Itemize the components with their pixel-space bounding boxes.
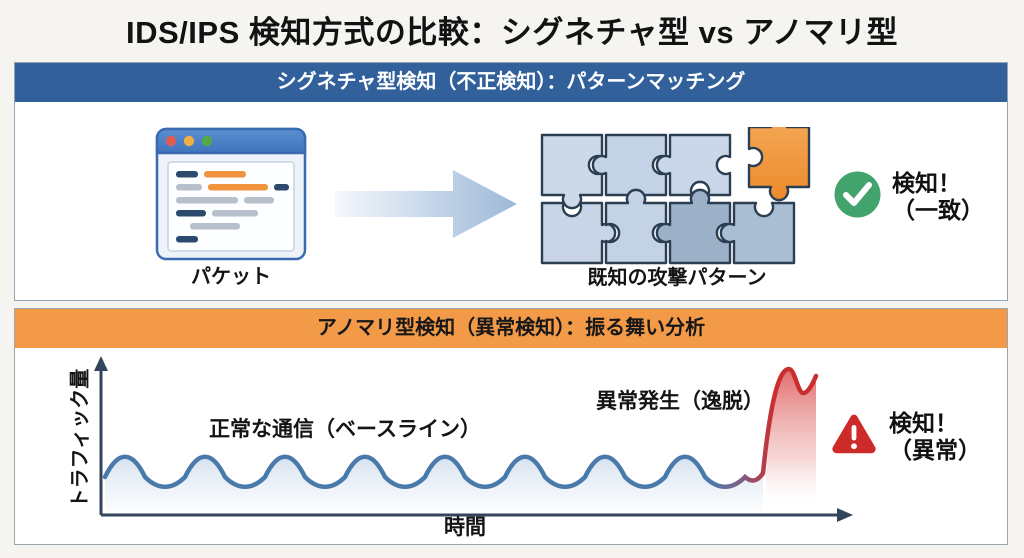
chart-axes	[99, 367, 841, 517]
signature-detection-panel: シグネチャ型検知（不正検知）：パターンマッチング	[14, 62, 1008, 301]
known-attack-pattern-label: 既知の攻撃パターン	[587, 267, 767, 289]
baseline-annotation: 正常な通信（ベースライン）	[209, 418, 481, 441]
anomaly-detection-panel: アノマリ型検知（異常検知）：振る舞い分析	[14, 308, 1008, 545]
window-dot-green	[201, 135, 213, 147]
puzzle-pieces-icon	[537, 112, 817, 274]
packet-label: パケット	[191, 266, 271, 288]
anomaly-result: 検知！ （異常）	[829, 410, 981, 464]
y-axis-arrowhead	[94, 356, 108, 371]
window-dot-yellow	[183, 135, 195, 147]
signature-result-line1: 検知！	[892, 170, 961, 196]
right-arrow-icon	[335, 165, 521, 248]
anomaly-panel-header: アノマリ型検知（異常検知）：振る舞い分析	[15, 309, 1007, 348]
check-circle-icon	[833, 170, 882, 224]
window-dot-red	[165, 135, 177, 147]
x-axis-arrowhead	[837, 508, 853, 522]
x-axis-label: 時間	[444, 516, 486, 539]
traffic-chart	[15, 349, 1006, 550]
anomaly-annotation: 異常発生（逸脱）	[596, 390, 764, 413]
signature-result: 検知！ （一致）	[833, 170, 984, 224]
warning-triangle-icon	[829, 410, 879, 463]
signature-panel-header: シグネチャ型検知（不正検知）：パターンマッチング	[15, 63, 1007, 102]
anomaly-result-line2: （異常）	[889, 437, 981, 463]
anomaly-result-line1: 検知！	[889, 410, 958, 436]
matched-puzzle-piece	[747, 112, 811, 202]
signature-result-line2: （一致）	[892, 197, 984, 223]
page-title: IDS/IPS 検知方式の比較：シグネチャ型 vs アノマリ型	[126, 15, 898, 50]
packet-window-icon	[155, 127, 307, 266]
y-axis-label: トラフィック量	[69, 368, 92, 509]
